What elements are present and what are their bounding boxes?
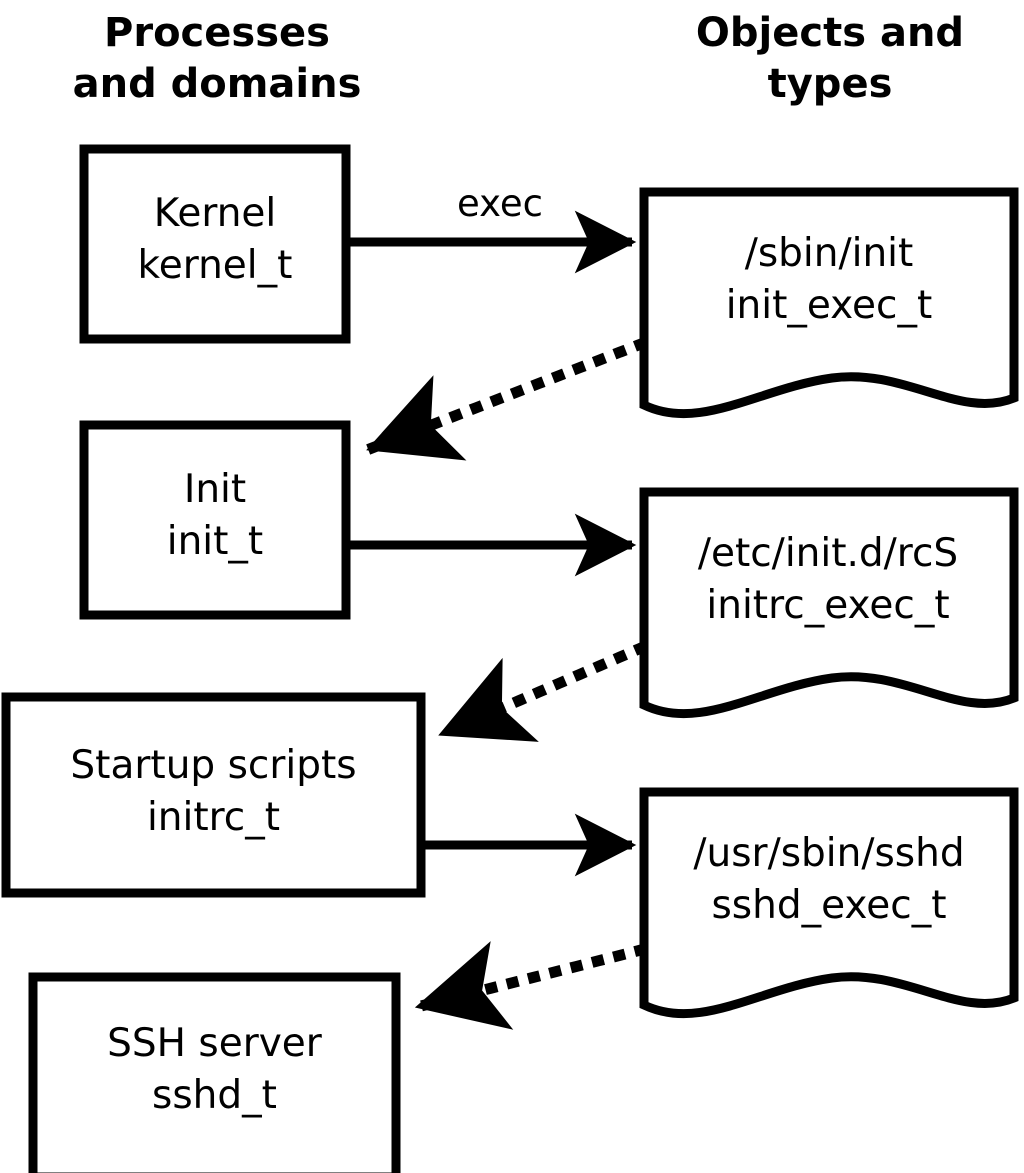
edge-sshdexec-transition [414, 941, 648, 1030]
process-box-kernel-label: Kernel kernel_t [137, 191, 293, 288]
process-box-init[interactable] [79, 420, 351, 620]
process-box-initrc-label: Startup scripts initrc_t [70, 743, 357, 840]
edge-label-exec: exec [457, 182, 543, 225]
object-doc-sshd-exec[interactable] [639, 787, 1019, 1019]
object-doc-initrc-exec-label: /etc/init.d/rcS initrc_exec_t [697, 531, 959, 628]
process-box-kernel[interactable] [79, 144, 351, 344]
process-box-initrc[interactable] [1, 692, 426, 898]
column-title-objects: Objects and types [695, 10, 965, 107]
object-doc-initrc-exec[interactable] [639, 487, 1019, 719]
object-doc-sshd-exec-label: /usr/sbin/sshd sshd_exec_t [693, 831, 965, 928]
object-doc-init-exec-label: /sbin/init init_exec_t [725, 231, 933, 328]
edge-initrcexec-transition [436, 640, 649, 742]
column-title-processes: Processes and domains [72, 10, 362, 107]
process-box-sshd-label: SSH server sshd_t [107, 1021, 322, 1118]
process-box-init-label: Init init_t [166, 467, 264, 564]
edge-initexec-transition [364, 336, 649, 461]
process-box-sshd[interactable] [28, 972, 401, 1173]
object-doc-init-exec[interactable] [639, 187, 1019, 419]
